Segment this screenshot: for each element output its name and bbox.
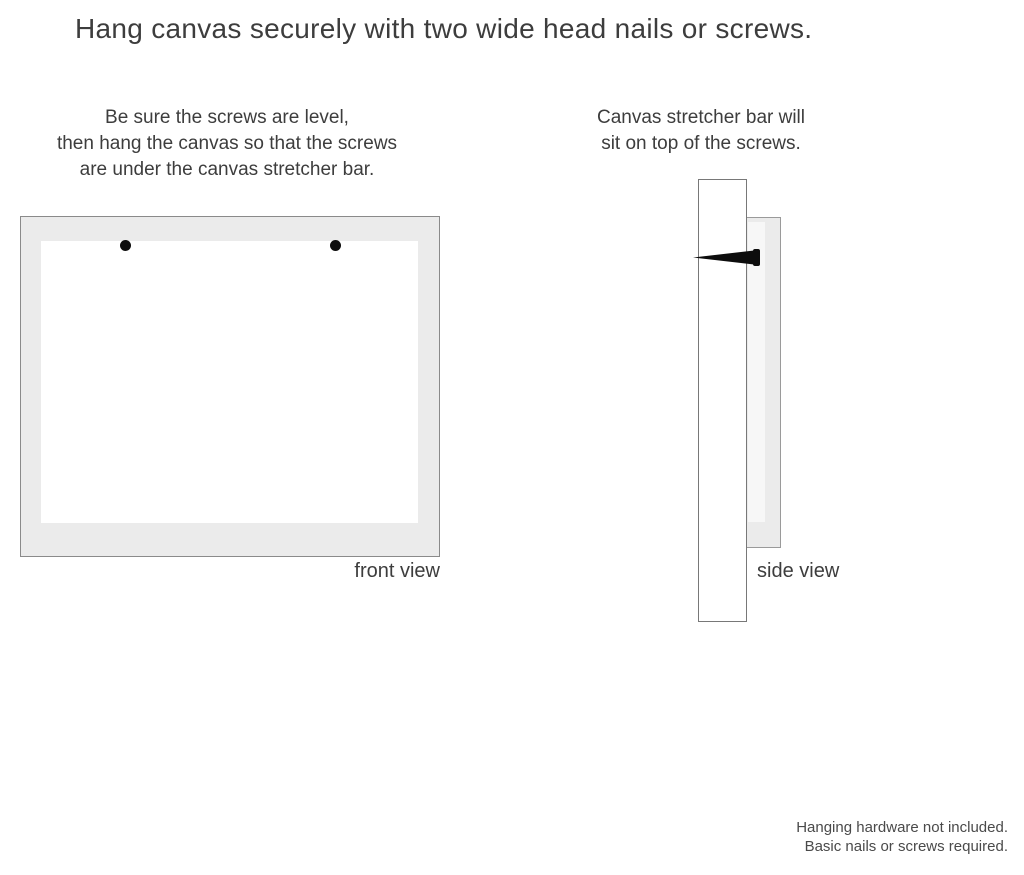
side-view-label: side view <box>757 560 840 582</box>
front-view-label: front view <box>354 560 440 582</box>
side-view-canvas-face-edge <box>748 222 765 522</box>
instruction-line: Canvas stretcher bar will <box>596 107 806 128</box>
instruction-line: then hang the canvas so that the screws <box>56 133 398 154</box>
front-view-canvas-face <box>41 241 418 523</box>
instruction-line: Be sure the screws are level, <box>105 107 349 128</box>
footnote-line: Basic nails or screws required. <box>804 838 1008 855</box>
nail-head-left-icon <box>120 240 131 251</box>
instruction-line: sit on top of the screws. <box>601 133 801 154</box>
side-view-instruction: Canvas stretcher bar will sit on top of … <box>551 105 851 157</box>
nail-icon <box>693 249 760 266</box>
front-view-instruction: Be sure the screws are level, then hang … <box>27 105 427 183</box>
footnote-line: Hanging hardware not included. <box>796 819 1008 836</box>
nail-head-right-icon <box>330 240 341 251</box>
page-title: Hang canvas securely with two wide head … <box>75 13 813 44</box>
hardware-footnote: Hanging hardware not included. Basic nai… <box>796 818 1008 856</box>
instruction-line: are under the canvas stretcher bar. <box>79 159 375 180</box>
